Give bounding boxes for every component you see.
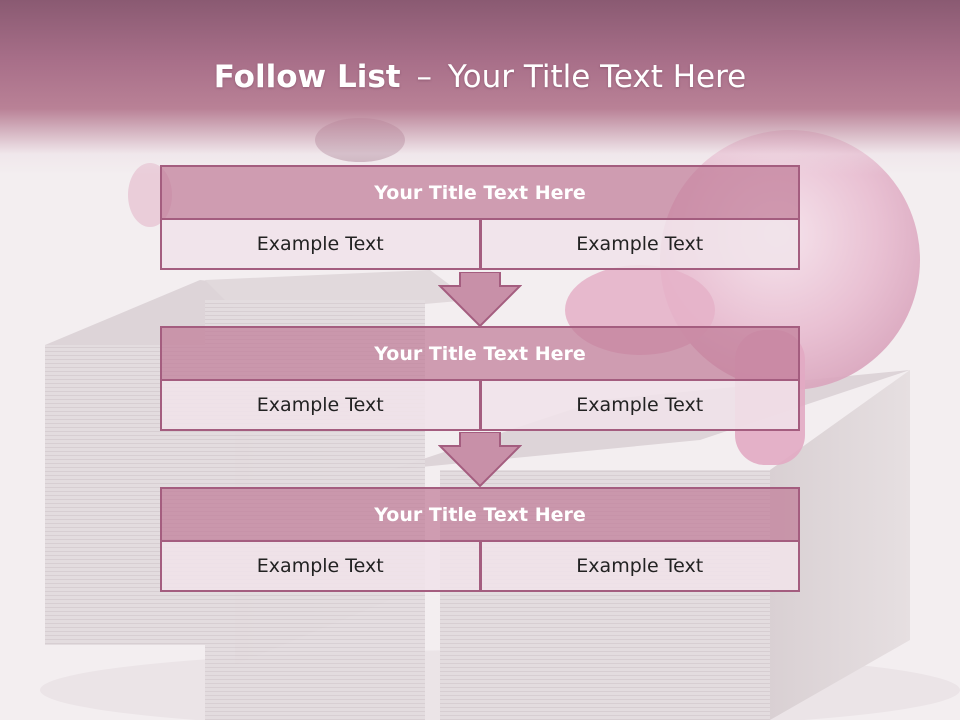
block-row: Example Text Example Text [160,220,800,270]
down-arrow-icon [438,272,522,328]
block-cell-left: Example Text [160,542,481,592]
block-cell-left: Example Text [160,220,481,270]
slide-title-subtitle: Your Title Text Here [447,59,747,95]
block-cell-right: Example Text [480,220,800,270]
slide-title-separator: – [416,59,432,95]
slide-title-main: Follow List [213,59,401,95]
follow-block-2: Your Title Text Here Example Text Exampl… [160,326,800,431]
block-row: Example Text Example Text [160,381,800,431]
block-cell-right: Example Text [480,381,800,431]
header-band [0,0,960,175]
slide-title: Follow List – Your Title Text Here [0,55,960,99]
follow-block-1: Your Title Text Here Example Text Exampl… [160,165,800,270]
block-cell-right: Example Text [480,542,800,592]
block-title: Your Title Text Here [160,326,800,381]
block-title: Your Title Text Here [160,165,800,220]
block-title: Your Title Text Here [160,487,800,542]
down-arrow-icon [438,432,522,488]
follow-block-3: Your Title Text Here Example Text Exampl… [160,487,800,592]
block-row: Example Text Example Text [160,542,800,592]
block-cell-left: Example Text [160,381,481,431]
